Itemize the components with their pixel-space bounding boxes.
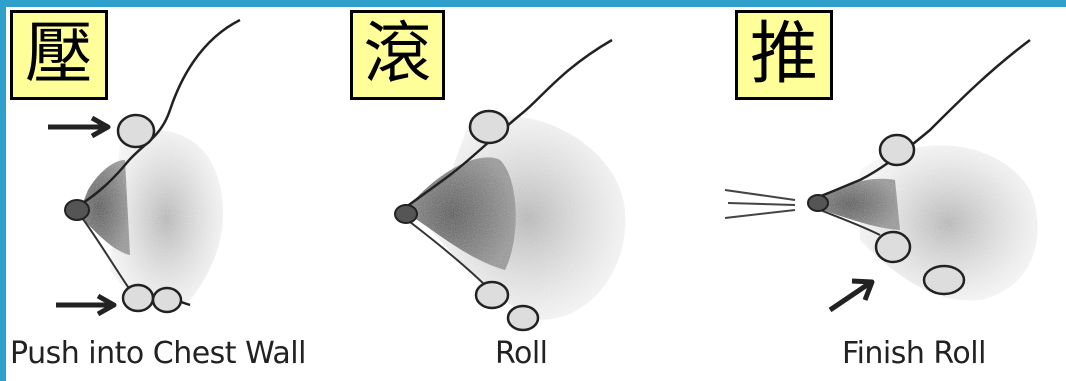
label-char-roll: 滾 — [350, 10, 445, 100]
caption-roll: Roll — [495, 336, 548, 371]
caption-finish-roll: Finish Roll — [842, 336, 986, 371]
label-char-press: 壓 — [10, 10, 108, 100]
label-char-push: 推 — [735, 10, 833, 100]
caption-push-into-chest-wall: Push into Chest Wall — [10, 336, 306, 371]
